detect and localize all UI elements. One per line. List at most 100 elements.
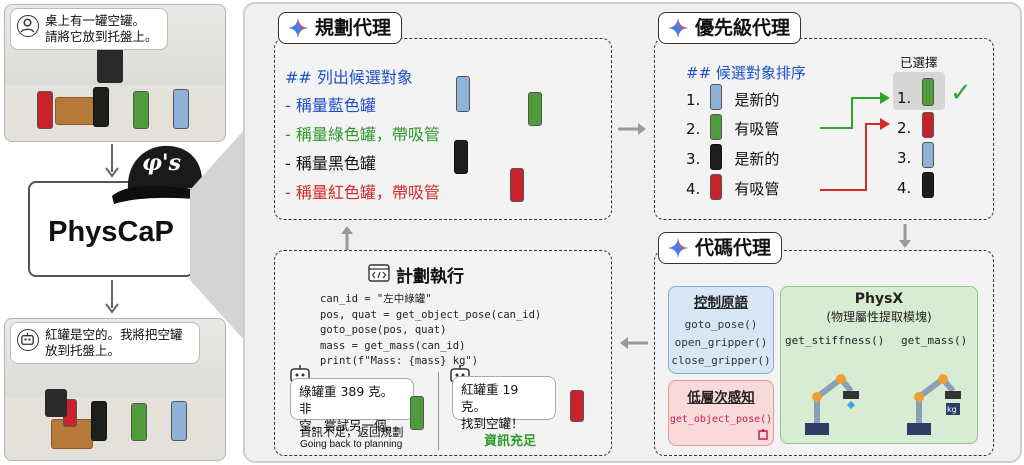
physcap-box: PhysCaP: [28, 181, 194, 277]
robot-avatar-icon: [17, 329, 39, 351]
priority-row-3: 3.是新的: [686, 150, 780, 168]
execution-title: 計劃執行: [396, 267, 464, 287]
rank-arrows: [820, 92, 890, 191]
control-item: close_gripper(): [671, 354, 771, 367]
result-left-line-2: 空。嘗試另一個。: [299, 418, 400, 433]
planning-agent-title: 規劃代理: [278, 12, 403, 44]
control-item: goto_pose(): [684, 318, 758, 331]
red-can-image: [922, 112, 934, 138]
zoom-connector: [190, 130, 244, 340]
robot-reply-line-2: 放到托盤上。: [45, 343, 121, 358]
sparkle-icon: [667, 237, 689, 259]
kg-label: kg: [947, 405, 957, 414]
robot-arm-stiffness-icon: [805, 374, 859, 435]
result-right-line-2: 找到空罐！: [461, 416, 524, 431]
sufficient-info-label: 資訊充足: [484, 434, 537, 449]
ranked-num-2: 2.: [897, 119, 912, 137]
priority-row-2: 2.有吸管: [686, 120, 780, 138]
planning-item-3: - 稱量黑色罐: [285, 154, 376, 173]
low-level-title: 低層次感知: [687, 390, 755, 406]
cap-logo: φ's: [142, 150, 182, 176]
physx-title: PhysX: [854, 291, 904, 307]
control-primitives-box: 控制原語 goto_pose() open_gripper() close_gr…: [668, 286, 774, 374]
physx-subtitle: (物理屬性提取模塊): [826, 310, 932, 324]
low-level-fn: get_object_pose(): [669, 414, 773, 425]
result-left-line-1: 綠罐重 389 克。非: [299, 384, 394, 416]
control-primitives-title: 控制原語: [694, 295, 748, 311]
planning-heading: ## 列出候選對象: [285, 68, 413, 87]
result-bubble-right: 紅罐重 19 克。 找到空罐！: [452, 376, 556, 431]
arrow-down-icon: [899, 224, 911, 248]
sparkle-icon: [287, 17, 309, 39]
cap-icon: [112, 145, 206, 204]
planning-item-1: - 稱量藍色罐: [285, 96, 376, 115]
blue-can-image: [922, 142, 934, 168]
execution-code: can_id = "左中綠罐" pos, quat = get_object_p…: [320, 292, 541, 370]
blue-can: [171, 401, 187, 441]
planning-agent-title-text: 規劃代理: [315, 17, 392, 39]
physx-fn-stiffness: get_stiffness(): [785, 334, 885, 347]
black-can-image: [922, 172, 934, 198]
code-line-4: mass = get_mass(can_id): [320, 339, 466, 352]
physx-fn-mass: get_mass(): [901, 334, 968, 347]
arrow-down-icon: [105, 144, 119, 178]
red-can: [37, 91, 53, 129]
blue-can-image: [710, 84, 722, 110]
table-surface: [5, 397, 225, 460]
planning-item-4: - 稱量紅色罐，帶吸管: [285, 183, 440, 202]
robot-reply-bubble: 紅罐是空的。我將把空罐 放到托盤上。: [10, 322, 200, 364]
priority-row-1: 1.是新的: [686, 91, 780, 109]
control-item: open_gripper(): [674, 336, 768, 349]
plan-execution-box: [274, 250, 612, 456]
arrow-right-icon: [618, 123, 646, 135]
checkmark-icon: ✓: [950, 78, 972, 108]
ranked-num-4: 4.: [897, 179, 912, 197]
priority-agent-title-text: 優先級代理: [695, 17, 791, 39]
sparkle-icon: [667, 17, 689, 39]
green-can-image: [528, 92, 542, 126]
code-window-icon: [368, 264, 390, 282]
robot-arm-mass-icon: [907, 374, 961, 435]
black-can: [91, 401, 107, 441]
green-can-image: [410, 396, 424, 430]
code-line-5: print(f"Mass: {mass} kg"): [320, 355, 479, 367]
tray: [55, 97, 95, 125]
arrow-down-icon: [105, 280, 119, 314]
code-agent-title: 代碼代理: [658, 232, 783, 264]
ranked-num-3: 3.: [897, 149, 912, 167]
execution-divider: [438, 372, 439, 450]
code-line-3: goto_pose(pos, quat): [320, 324, 447, 336]
user-instruction-line-2: 請將它放到托盤上。: [45, 29, 158, 44]
black-can: [93, 87, 109, 127]
red-can-image: [570, 390, 584, 422]
arrow-left-icon: [620, 337, 648, 349]
selected-label: 已選擇: [900, 55, 938, 70]
robot-reply-line-1: 紅罐是空的。我將把空罐: [45, 327, 183, 342]
planning-item-2: - 稱量綠色罐，帶吸管: [285, 125, 440, 144]
result-right-line-1: 紅罐重 19 克。: [461, 382, 519, 414]
user-instruction-line-1: 桌上有一罐空罐。: [45, 13, 146, 28]
result-bubble-left: 綠罐重 389 克。非 空。嘗試另一個。: [290, 378, 414, 433]
going-back-label: Going back to planning: [300, 439, 403, 450]
red-can-image: [710, 174, 722, 200]
priority-heading: ## 候選對象排序: [686, 64, 806, 82]
blue-can: [173, 89, 189, 129]
physx-box: PhysX (物理屬性提取模塊) get_stiffness() get_mas…: [780, 286, 978, 444]
selected-highlight: [893, 72, 945, 110]
robot-arm: [45, 389, 67, 417]
red-can-image: [510, 168, 524, 202]
priority-agent-title: 優先級代理: [658, 12, 802, 44]
ranked-num-1: 1.: [897, 89, 912, 107]
planning-agent-box: [274, 38, 612, 220]
blue-can-image: [456, 76, 470, 112]
green-can-image: [710, 114, 722, 140]
user-instruction-bubble: 桌上有一罐空罐。 請將它放到托盤上。: [10, 8, 168, 50]
low-level-perception-box: 低層次感知 get_object_pose(): [668, 380, 774, 446]
green-can: [131, 403, 147, 441]
black-can-image: [454, 140, 468, 174]
green-can: [133, 91, 149, 129]
physcap-label: PhysCaP: [48, 215, 174, 248]
priority-row-4: 4.有吸管: [686, 180, 780, 198]
arrow-up-icon: [341, 226, 353, 250]
puzzle-icon: [758, 429, 768, 440]
